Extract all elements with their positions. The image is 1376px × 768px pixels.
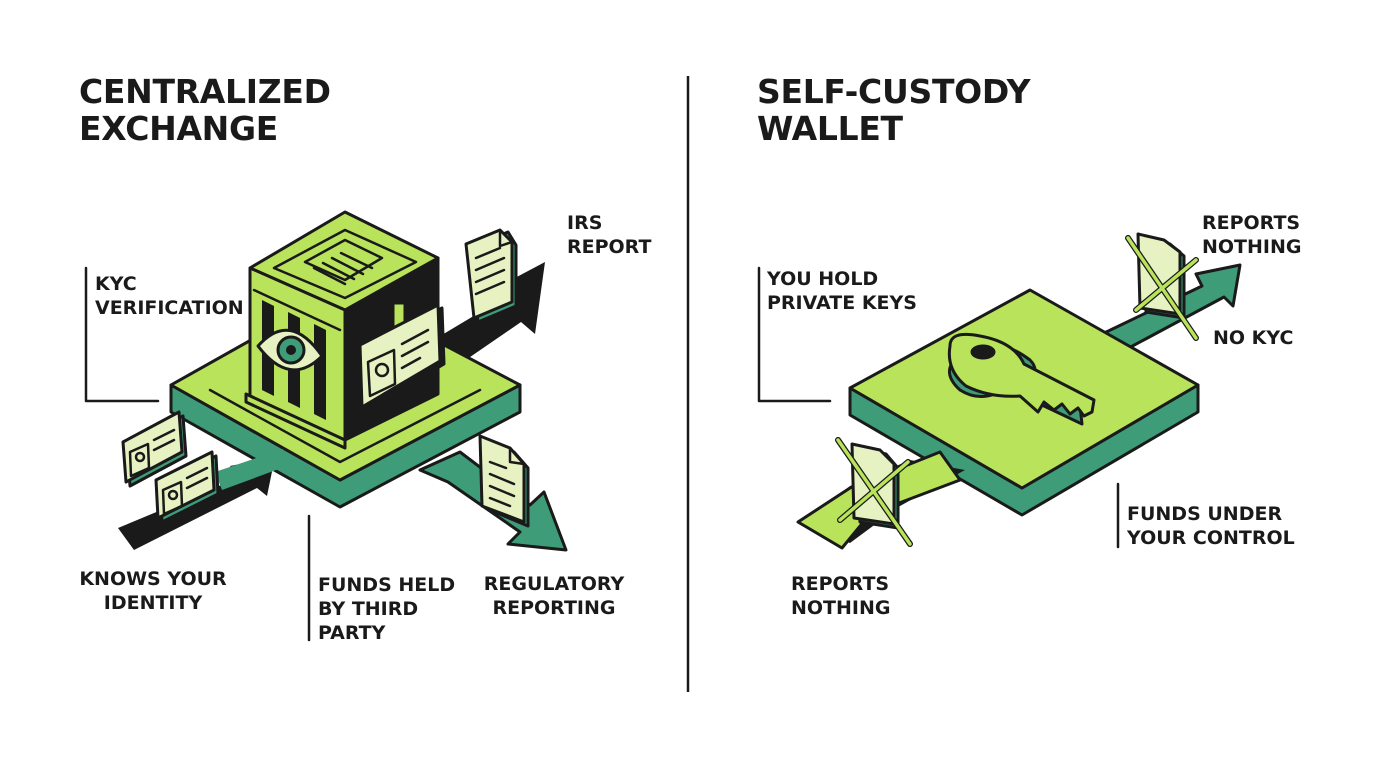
cross-out-icon-bottom	[835, 437, 913, 547]
label-knows-your-identity: KNOWS YOUR IDENTITY	[78, 567, 228, 615]
label-funds-held-by-third-party: FUNDS HELD BY THIRD PARTY	[318, 573, 455, 645]
label-reports-nothing-bottom: REPORTS NOTHING	[791, 572, 890, 620]
label-line: REGULATORY	[483, 573, 625, 595]
label-kyc-verification: KYC VERIFICATION	[95, 272, 244, 320]
title-line: EXCHANGE	[79, 109, 279, 148]
title-centralized-exchange: CENTRALIZED EXCHANGE	[79, 73, 331, 147]
label-line: YOUR CONTROL	[1127, 527, 1295, 549]
label-line: REPORTS	[1202, 212, 1301, 234]
label-line: REPORTING	[492, 597, 616, 619]
title-line: SELF-CUSTODY	[757, 72, 1031, 111]
label-reports-nothing-top: REPORTS NOTHING	[1202, 211, 1301, 259]
id-card-icon-2	[154, 450, 220, 524]
label-line: KNOWS YOUR	[79, 568, 227, 590]
title-self-custody-wallet: SELF-CUSTODY WALLET	[757, 72, 1031, 148]
label-line: PRIVATE KEYS	[767, 292, 917, 314]
label-line: REPORT	[567, 236, 652, 258]
label-line: NOTHING	[1202, 236, 1302, 258]
wallet-illustration	[796, 232, 1242, 550]
document-icon-irs	[464, 228, 518, 324]
label-line: REPORTS	[791, 573, 890, 595]
leader-keys	[757, 266, 832, 403]
label-line: VERIFICATION	[95, 297, 244, 319]
label-line: KYC	[95, 273, 137, 295]
label-line: PARTY	[318, 622, 386, 644]
label-line: FUNDS HELD	[318, 574, 456, 596]
label-no-kyc: NO KYC	[1213, 326, 1293, 350]
label-funds-under-your-control: FUNDS UNDER YOUR CONTROL	[1127, 502, 1295, 550]
label-line: IDENTITY	[103, 592, 203, 614]
label-line: NO KYC	[1213, 327, 1294, 349]
label-line: BY THIRD	[318, 598, 419, 620]
key-icon	[947, 332, 1096, 426]
title-line: CENTRALIZED	[79, 72, 331, 111]
id-card-icon	[358, 301, 446, 412]
label-line: IRS	[567, 212, 603, 234]
label-irs-report: IRS REPORT	[567, 211, 651, 259]
label-line: YOU HOLD	[767, 268, 879, 290]
label-you-hold-private-keys: YOU HOLD PRIVATE KEYS	[767, 267, 917, 315]
document-icon-regulatory	[478, 434, 530, 528]
label-line: FUNDS UNDER	[1127, 503, 1283, 525]
label-regulatory-reporting: REGULATORY REPORTING	[478, 572, 630, 620]
cross-out-icon-top	[1125, 235, 1199, 341]
eye-icon	[256, 328, 324, 372]
title-line: WALLET	[757, 109, 903, 148]
id-card-icon-1	[121, 410, 188, 488]
leader-kyc	[84, 266, 160, 403]
exchange-illustration	[118, 210, 568, 552]
label-line: NOTHING	[791, 597, 891, 619]
